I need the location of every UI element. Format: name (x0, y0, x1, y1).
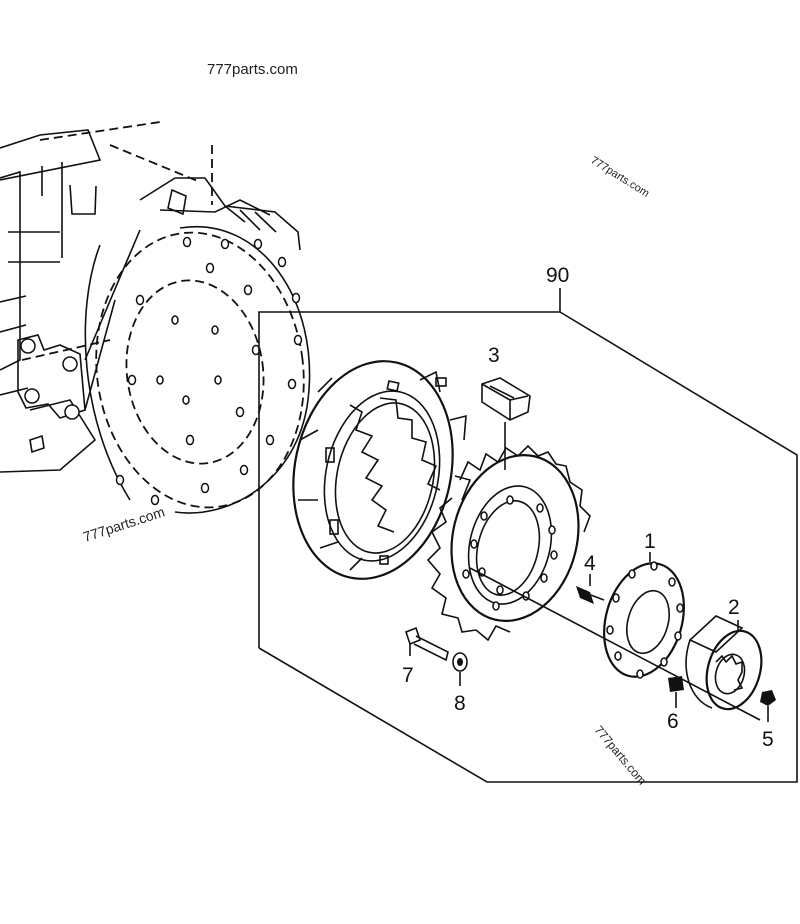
nut-part-6 (668, 676, 684, 708)
part-label-5: 5 (762, 728, 774, 751)
nut-part-5 (760, 690, 776, 722)
engine-flywheel-housing (0, 121, 311, 514)
part-label-6: 6 (667, 710, 679, 733)
coupling-outer-ring (292, 360, 472, 580)
part-label-1: 1 (644, 530, 656, 553)
watermark-left: 777parts.com (81, 503, 167, 544)
assembly-number: 90 (546, 264, 569, 287)
part-label-8: 8 (454, 692, 466, 715)
rubber-block-part-3 (481, 377, 531, 470)
flange-bolt-holes (115, 236, 303, 506)
part-label-2: 2 (728, 596, 740, 619)
assembly-axis-line (469, 567, 761, 721)
screw-part-4 (576, 574, 605, 604)
washer-part-8 (452, 652, 468, 686)
part-label-3: 3 (488, 344, 500, 367)
watermark-top: 777parts.com (207, 61, 298, 78)
assembly-90-frame (258, 288, 798, 783)
part-label-7: 7 (402, 664, 414, 687)
watermark-bottom: 777parts.com (592, 723, 649, 788)
watermark-right: 777parts.com (588, 154, 651, 199)
part-label-4: 4 (584, 552, 596, 575)
bolt-part-7 (405, 626, 449, 662)
splined-hub-part-2 (685, 615, 763, 711)
toothed-coupling-hub (426, 444, 591, 642)
flange-plate-part-1 (603, 552, 685, 679)
